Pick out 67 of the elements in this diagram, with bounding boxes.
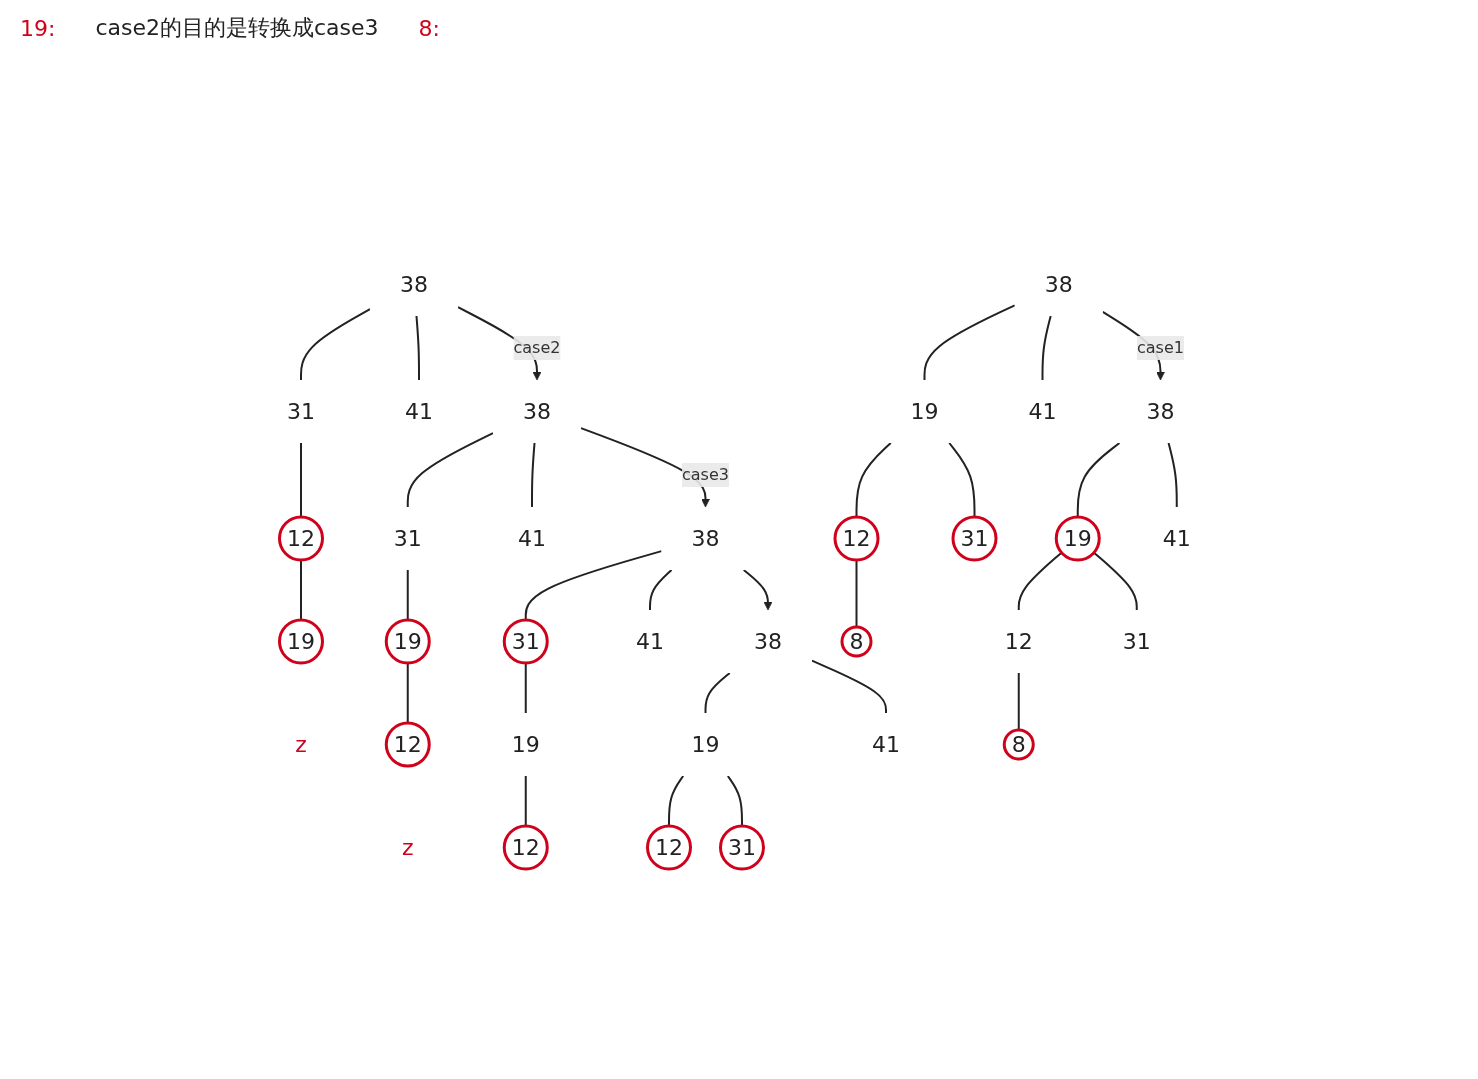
- node-text: 19: [910, 399, 939, 424]
- node-text: 38: [754, 629, 783, 654]
- node-text: 38: [1146, 399, 1175, 424]
- arrow: [742, 569, 773, 611]
- connector: [406, 432, 495, 508]
- connector: [524, 775, 527, 827]
- connector: [948, 442, 976, 518]
- node-circle: 19: [384, 618, 431, 665]
- node-text: 41: [518, 526, 547, 551]
- node-text: 12: [1004, 629, 1033, 654]
- edge-label: case3: [682, 465, 730, 484]
- connector: [524, 550, 663, 621]
- node-text: 41: [872, 732, 901, 757]
- node-circle: 12: [502, 824, 549, 871]
- connector: [704, 672, 731, 714]
- connector: [406, 569, 409, 621]
- connector: [1017, 551, 1063, 611]
- node-text: 19: [511, 732, 540, 757]
- node-text: 41: [405, 399, 434, 424]
- node-circle: 12: [384, 721, 431, 768]
- node-circle: 31: [502, 618, 549, 665]
- connector: [300, 559, 303, 621]
- node-text: 31: [393, 526, 422, 551]
- insert-key-label: 19:: [20, 15, 56, 41]
- connector: [300, 442, 303, 518]
- node-circle: 31: [951, 515, 998, 562]
- connector: [406, 662, 409, 724]
- connector: [855, 559, 858, 628]
- connector: [649, 569, 673, 611]
- node-text: 31: [1122, 629, 1151, 654]
- node-circle: 31: [719, 824, 766, 871]
- node-text: 41: [1028, 399, 1057, 424]
- node-label: z: [402, 835, 414, 860]
- connector: [300, 308, 372, 381]
- connector: [531, 442, 536, 508]
- connector: [668, 775, 685, 827]
- note-text: case2的目的是转换成case3: [95, 14, 379, 42]
- connector: [415, 315, 421, 381]
- node-circle: 8: [1002, 728, 1035, 761]
- node-circle: 19: [278, 618, 325, 665]
- node-text: 19: [691, 732, 720, 757]
- connector: [1017, 672, 1020, 731]
- insert-key-label: 8:: [418, 15, 440, 41]
- connector: [1167, 442, 1178, 508]
- node-text: 38: [691, 526, 720, 551]
- node-circle: 12: [278, 515, 325, 562]
- node-label: z: [295, 732, 307, 757]
- node-text: 38: [523, 399, 552, 424]
- node-circle: 8: [840, 625, 873, 658]
- edge-label: case2: [513, 338, 561, 357]
- edge-label: case1: [1137, 338, 1185, 357]
- node-text: 31: [287, 399, 316, 424]
- node-text: 38: [400, 272, 429, 297]
- node-text: 41: [1162, 526, 1191, 551]
- node-text: 41: [636, 629, 665, 654]
- node-circle: 19: [1054, 515, 1101, 562]
- connector: [1093, 551, 1138, 611]
- connector: [811, 659, 888, 714]
- connector: [1076, 442, 1121, 518]
- node-text: 38: [1044, 272, 1073, 297]
- connector: [923, 304, 1016, 381]
- node-circle: 12: [646, 824, 693, 871]
- connector: [855, 442, 892, 518]
- connector: [1041, 315, 1052, 381]
- node-circle: 12: [833, 515, 880, 562]
- connector: [524, 662, 527, 714]
- connector: [726, 775, 744, 827]
